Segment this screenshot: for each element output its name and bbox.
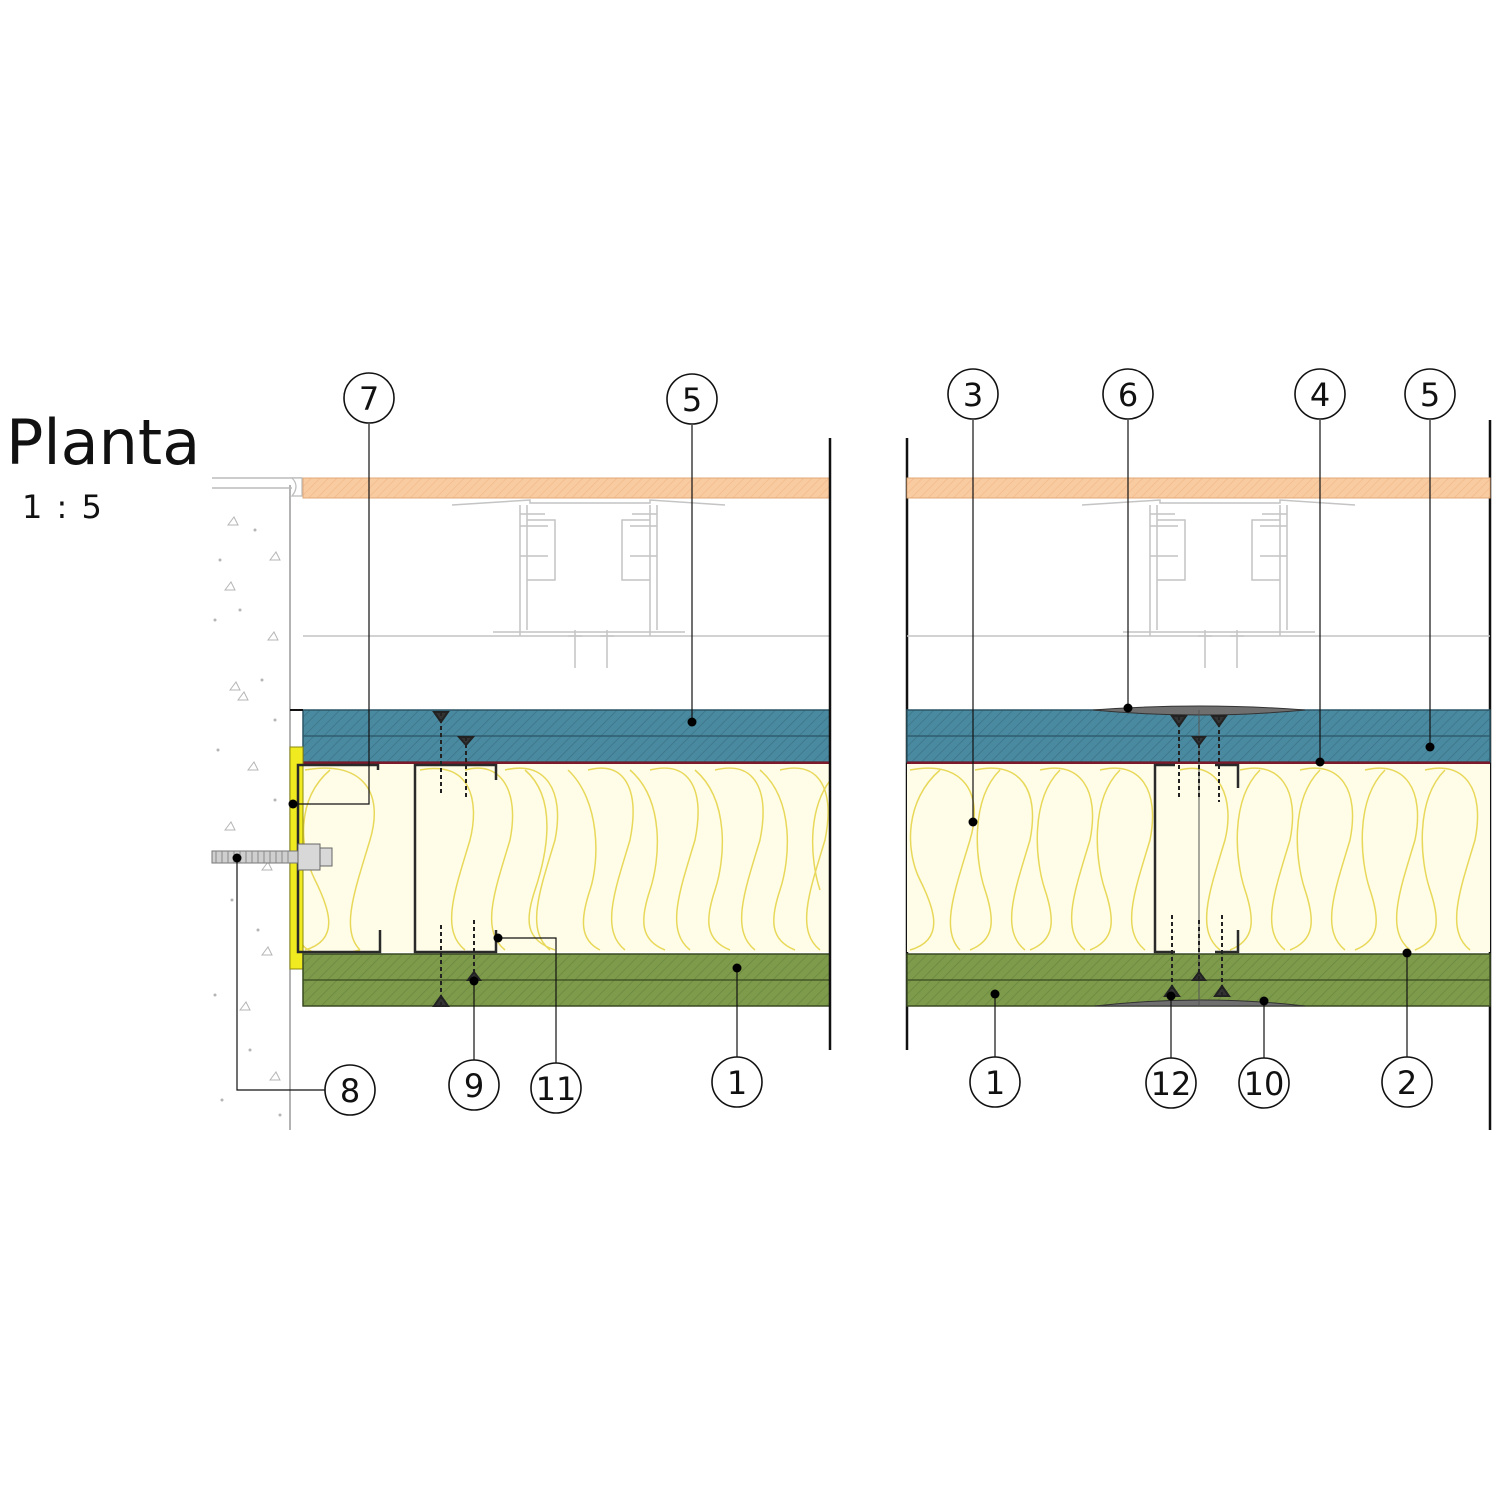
svg-text:8: 8 [340,1072,360,1110]
svg-text:12: 12 [1151,1065,1192,1103]
svg-text:1: 1 [985,1064,1005,1102]
svg-text:5: 5 [682,381,702,419]
callout-1-right: 1 [969,1056,1021,1108]
svg-text:1: 1 [727,1064,747,1102]
drawing-scale: 1 : 5 [22,488,104,526]
ghost-substructure-left [303,499,830,668]
insulation-left [302,764,830,952]
leader-dots [232,703,1435,1006]
callout-11: 11 [530,1062,582,1114]
svg-text:10: 10 [1244,1065,1285,1103]
left-detail [211,438,832,1050]
callout-2: 2 [1381,1056,1433,1108]
leader-lines [236,420,1431,1091]
drawing-title: Planta [6,406,201,479]
joint-filler-inner [1094,999,1306,1007]
concrete-wall [212,477,303,1130]
callout-4: 4 [1294,368,1346,420]
callout-6: 6 [1102,368,1154,420]
right-detail [905,420,1492,1130]
svg-text:2: 2 [1397,1064,1417,1102]
finish-board-right [906,477,1491,499]
svg-text:6: 6 [1118,376,1138,414]
svg-text:9: 9 [464,1067,484,1105]
callout-8: 8 [324,1064,376,1116]
svg-text:11: 11 [536,1070,577,1108]
callout-1-left: 1 [711,1056,763,1108]
callout-10: 10 [1238,1057,1290,1109]
callout-9: 9 [448,1059,500,1111]
callout-5-right: 5 [1404,368,1456,420]
callout-3: 3 [947,368,999,420]
finish-board-left [302,477,831,499]
c-profile-stud-left [413,763,498,954]
callout-12: 12 [1145,1057,1197,1109]
ghost-substructure-right [907,499,1490,668]
svg-text:5: 5 [1420,376,1440,414]
svg-text:7: 7 [359,380,379,418]
callout-7: 7 [343,372,395,424]
svg-text:3: 3 [963,376,983,414]
svg-text:4: 4 [1310,376,1330,414]
callout-5-left: 5 [666,373,718,425]
